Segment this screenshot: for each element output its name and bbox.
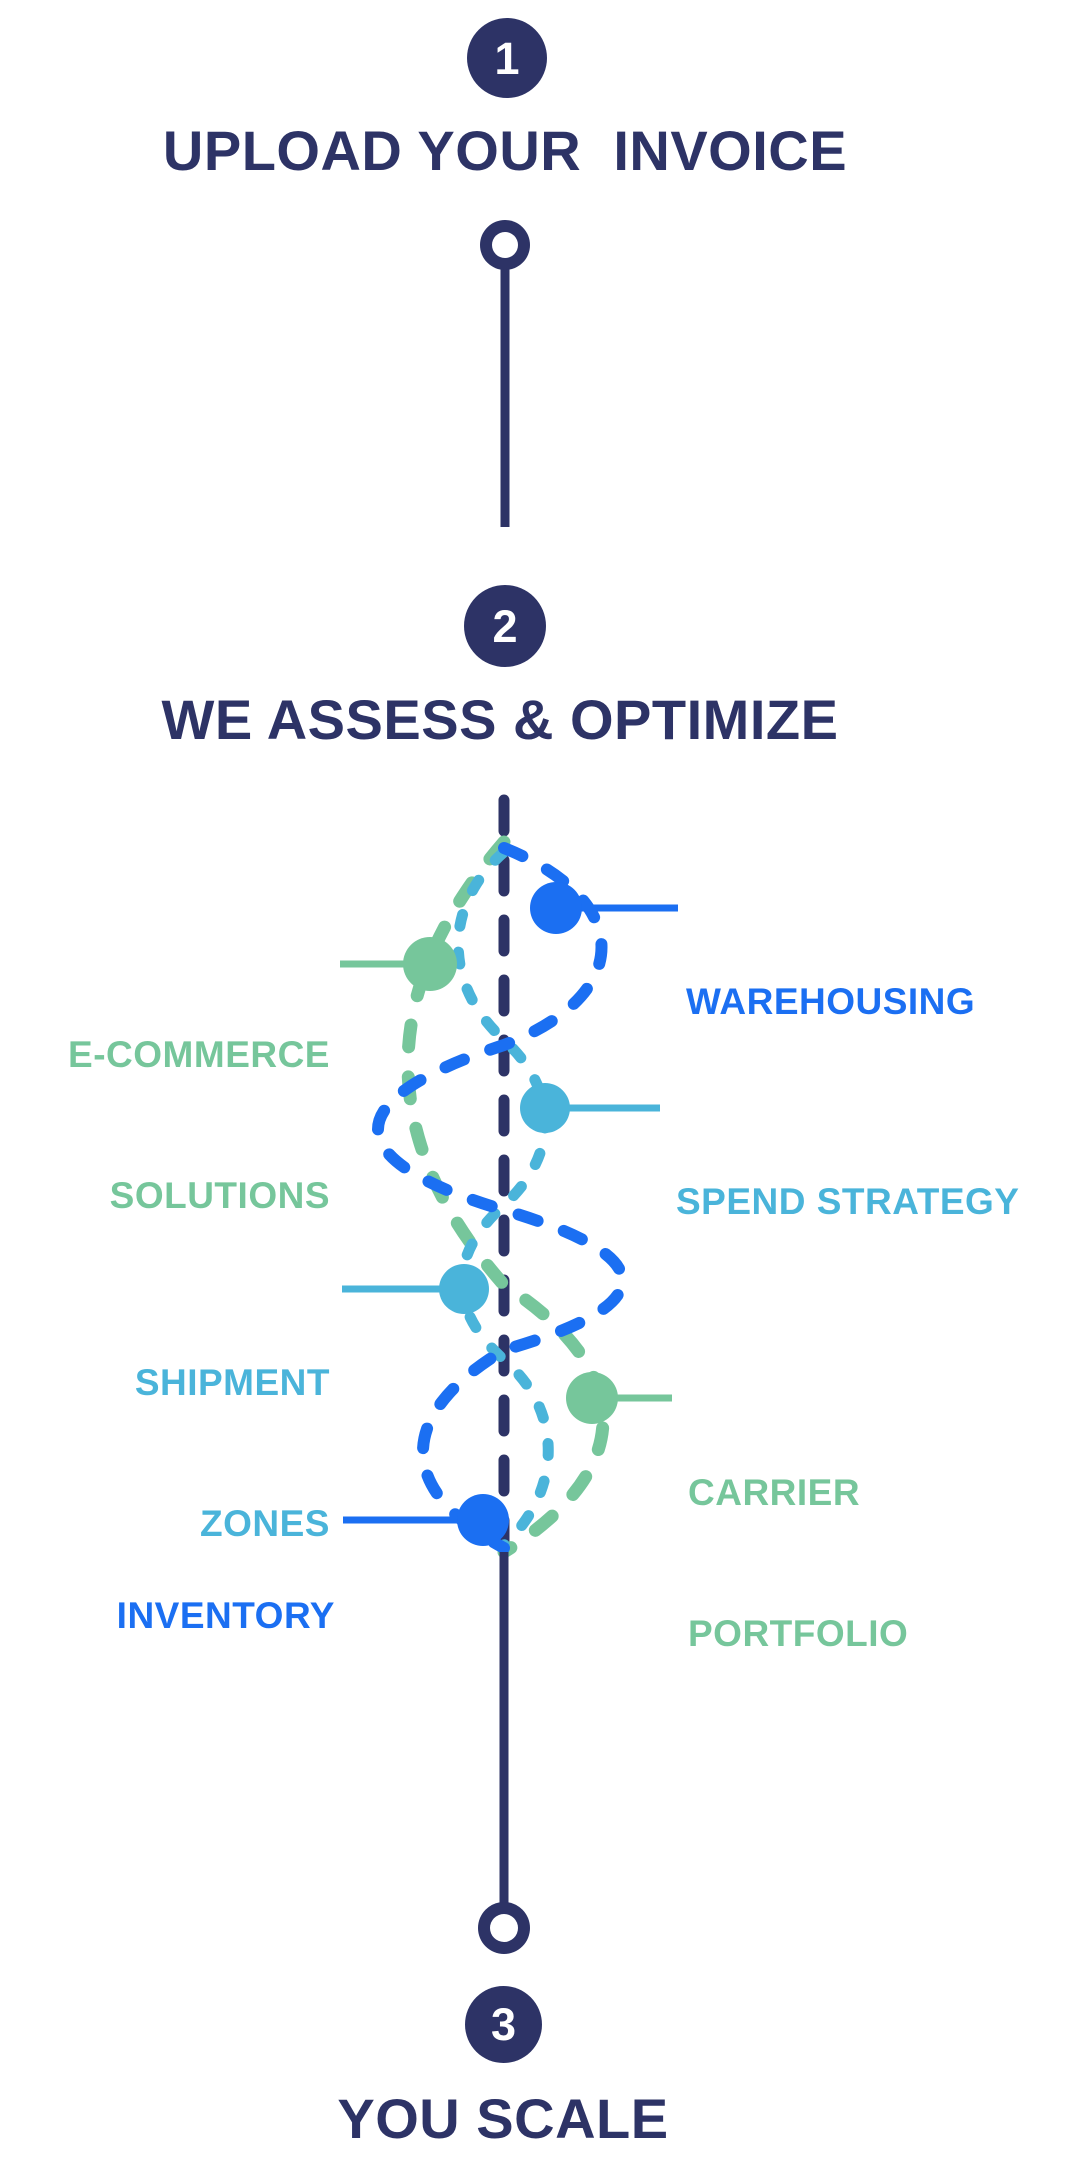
cyan-strand	[452, 846, 554, 1551]
spend-strategy-dot	[520, 1083, 570, 1133]
label-shipment-zones-line2: ZONES	[200, 1503, 330, 1544]
label-ecommerce-solutions: E-COMMERCE SOLUTIONS	[68, 937, 330, 1313]
step-1-badge: 1	[467, 18, 547, 98]
step-2-badge: 2	[464, 585, 546, 667]
shipment-zones-dot	[439, 1264, 489, 1314]
label-ecommerce-line1: E-COMMERCE	[68, 1034, 330, 1075]
label-ecommerce-line2: SOLUTIONS	[109, 1175, 330, 1216]
ecommerce-dot	[403, 937, 457, 991]
carrier-portfolio-dot	[566, 1372, 618, 1424]
label-spend-strategy: SPEND STRATEGY	[676, 1084, 1019, 1319]
label-spend-strategy-line1: SPEND STRATEGY	[676, 1181, 1020, 1222]
label-inventory: INVENTORY	[117, 1498, 335, 1733]
blue-strand	[372, 842, 629, 1554]
timeline-ring-dot-top-center	[492, 232, 518, 258]
label-carrier-portfolio: CARRIER PORTFOLIO	[688, 1375, 908, 1751]
step-2-number: 2	[492, 600, 518, 652]
step-2-title: WE ASSESS & OPTIMIZE	[161, 688, 839, 751]
timeline-ring-dot-bottom-center	[490, 1914, 518, 1942]
label-shipment-zones-line1: SHIPMENT	[134, 1362, 330, 1403]
step-1-number: 1	[494, 32, 520, 84]
step-3-badge: 3	[465, 1986, 542, 2063]
label-shipment-zones: SHIPMENT ZONES	[135, 1265, 330, 1641]
step-3-number: 3	[490, 1999, 517, 2050]
step-3-title: YOU SCALE	[337, 2087, 669, 2150]
label-carrier-portfolio-line1: CARRIER	[688, 1472, 861, 1513]
inventory-dot	[457, 1494, 509, 1546]
label-carrier-portfolio-line2: PORTFOLIO	[688, 1613, 909, 1654]
warehousing-dot	[530, 882, 582, 934]
label-inventory-line1: INVENTORY	[116, 1595, 335, 1636]
label-warehousing: WAREHOUSING	[686, 884, 975, 1119]
label-warehousing-line1: WAREHOUSING	[686, 981, 976, 1022]
step-1-title: UPLOAD YOUR INVOICE	[162, 119, 848, 182]
